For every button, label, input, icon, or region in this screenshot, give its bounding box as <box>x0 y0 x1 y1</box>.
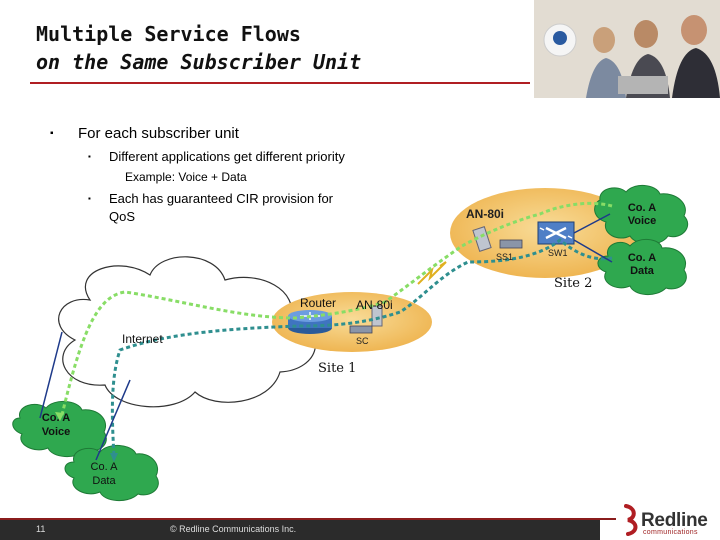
title-underline <box>30 82 530 84</box>
left-voice-cloud-line-1: Co. A <box>42 412 70 424</box>
bullet-sub-2-line-2: QoS <box>109 209 136 224</box>
bullet-marker: ▪ <box>88 152 91 161</box>
router-label: Router <box>300 296 336 310</box>
cloud-left-voice <box>12 401 107 457</box>
footer-bar <box>0 520 600 540</box>
bullet-sub-1: Different applications get different pri… <box>109 149 345 164</box>
left-data-cloud-line-1: Co. A <box>91 461 119 473</box>
header-photo <box>534 0 720 98</box>
data-flow-path <box>110 238 613 457</box>
bullet-marker: ▪ <box>88 194 91 203</box>
bullet-sub-1-example: Example: Voice + Data <box>125 170 247 184</box>
bullet-sub-2-line-1: Each has guaranteed CIR provision for <box>109 191 334 206</box>
right-voice-cloud-line-2: Voice <box>628 215 657 227</box>
site-1-an-80i-label: AN-80i <box>356 298 393 312</box>
right-data-cloud-line-1: Co. A <box>628 252 656 264</box>
ss1-subscriber-unit <box>499 239 523 249</box>
sc-unit <box>349 325 373 334</box>
internet-label: Internet <box>122 332 163 346</box>
an-80i-antenna-site-2 <box>472 226 492 252</box>
an-80i-antenna-site-1 <box>371 305 383 327</box>
redline-logo-icon <box>616 500 720 540</box>
bullet-marker: ▪ <box>50 128 54 139</box>
copyright-notice: © Redline Communications Inc. <box>170 524 297 534</box>
sc-label: SC <box>356 336 369 346</box>
cloud-left-data <box>64 445 159 501</box>
wireless-link-icon <box>417 261 447 285</box>
sw1-switch <box>537 221 575 245</box>
footer-rule <box>0 518 720 520</box>
slide-title-line-2: on the Same Subscriber Unit <box>36 50 362 74</box>
ss1-label: SS1 <box>496 252 513 262</box>
cloud-right-voice <box>594 185 689 245</box>
site-2-label: Site 2 <box>554 276 592 291</box>
right-data-cloud-line-2: Data <box>630 265 655 277</box>
left-voice-cloud-line-2: Voice <box>42 426 71 438</box>
cloud-right-data <box>597 239 687 295</box>
left-data-cloud-line-2: Data <box>92 475 116 487</box>
sw1-label: SW1 <box>548 248 568 258</box>
internet-cloud <box>58 256 317 408</box>
right-voice-cloud-line-1: Co. A <box>628 202 656 214</box>
logo-tagline: communications <box>643 529 698 536</box>
page-number: 11 <box>36 524 46 534</box>
site-1-label: Site 1 <box>318 361 356 376</box>
slide-title-line-1: Multiple Service Flows <box>36 22 301 46</box>
site-2-an-80i-label: AN-80i <box>466 207 504 221</box>
router-device <box>288 310 332 334</box>
bullet-main: For each subscriber unit <box>78 125 239 142</box>
logo-wordmark: Redline <box>641 510 708 531</box>
